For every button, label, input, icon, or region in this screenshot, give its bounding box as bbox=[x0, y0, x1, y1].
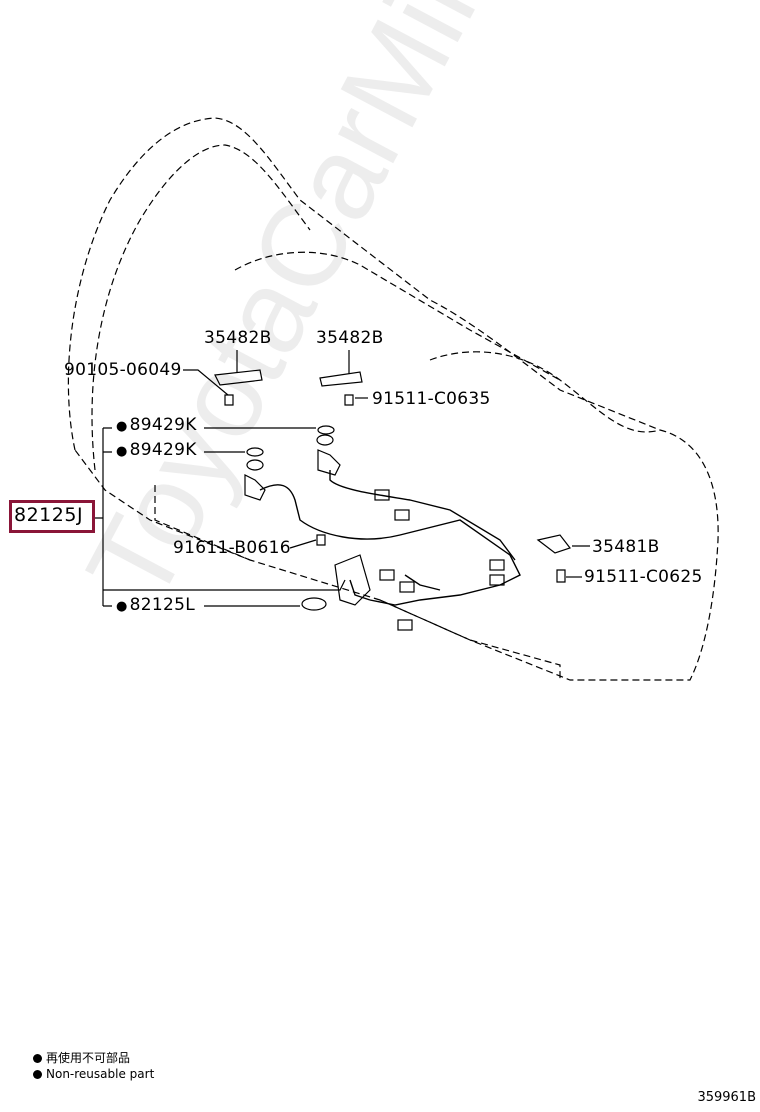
leader-assembly bbox=[103, 579, 346, 591]
nonreusable-marker: ● bbox=[116, 599, 128, 614]
legend-line-jp: 再使用不可部品 bbox=[33, 1049, 130, 1066]
label-90105-06049[interactable]: 90105-06049 bbox=[64, 360, 182, 380]
connector-5 bbox=[379, 569, 395, 581]
label-82125l: 82125L bbox=[129, 595, 196, 615]
label-91611-b0616[interactable]: 91611-B0616 bbox=[173, 538, 291, 558]
bracket-35482b-left bbox=[214, 369, 263, 386]
bolt-90105 bbox=[224, 394, 234, 406]
label-89429k-1: 89429K bbox=[129, 415, 197, 435]
o-ring-lower bbox=[246, 447, 264, 457]
label-35482b-left[interactable]: 35482B bbox=[204, 328, 272, 348]
o-ring-82125l bbox=[301, 597, 327, 611]
label-89429k-2: 89429K bbox=[129, 440, 197, 460]
label-91511-c0625[interactable]: 91511-C0625 bbox=[584, 567, 703, 587]
nonreusable-marker: ● bbox=[116, 444, 128, 459]
wire-branch bbox=[349, 574, 441, 601]
connector-block bbox=[334, 554, 371, 606]
nonreusable-marker: ● bbox=[116, 419, 128, 434]
bracket-35481b bbox=[536, 534, 571, 554]
housing-upper-line bbox=[234, 251, 561, 381]
bracket-35482b-right bbox=[319, 371, 363, 387]
connector-2 bbox=[394, 509, 410, 521]
label-91511-c0635[interactable]: 91511-C0635 bbox=[372, 389, 491, 409]
housing-outline bbox=[67, 117, 719, 681]
diagram-code: 359961B bbox=[697, 1090, 756, 1105]
connector-1 bbox=[374, 489, 390, 501]
sensor-89429k-a bbox=[244, 474, 266, 501]
bolt-91611 bbox=[316, 534, 326, 546]
bolt-91511-c0635 bbox=[344, 394, 354, 406]
legend-text-jp: 再使用不可部品 bbox=[46, 1051, 131, 1065]
label-89429k-row-2[interactable]: ●89429K bbox=[116, 440, 197, 460]
wire-harness bbox=[259, 484, 521, 606]
connector-6 bbox=[399, 581, 415, 593]
leader-90105 bbox=[183, 369, 229, 396]
sensor-89429k-b bbox=[317, 449, 341, 476]
connector-4 bbox=[489, 574, 505, 586]
legend-line-en: Non-reusable part bbox=[33, 1067, 154, 1081]
o-ring-upper bbox=[317, 425, 335, 435]
connector-3 bbox=[489, 559, 505, 571]
housing-tail bbox=[429, 351, 661, 433]
assembly-group-line bbox=[95, 427, 112, 607]
legend-text-en: Non-reusable part bbox=[46, 1067, 155, 1081]
label-89429k-row-1[interactable]: ●89429K bbox=[116, 415, 197, 435]
label-35482b-right[interactable]: 35482B bbox=[316, 328, 384, 348]
bell-housing-rim bbox=[91, 144, 311, 471]
wire-harness-2 bbox=[329, 470, 516, 561]
selected-part-highlight bbox=[9, 500, 95, 533]
label-82125j[interactable]: 82125J bbox=[14, 504, 84, 526]
bolt-91511-c0625 bbox=[556, 569, 566, 583]
housing-lower-line bbox=[154, 485, 561, 680]
label-35481b[interactable]: 35481B bbox=[592, 537, 660, 557]
connector-7 bbox=[397, 619, 413, 631]
bullet-icon bbox=[33, 1054, 42, 1063]
label-82125l-row[interactable]: ●82125L bbox=[116, 595, 195, 615]
bullet-icon bbox=[33, 1070, 42, 1079]
leader-91611 bbox=[289, 539, 317, 549]
